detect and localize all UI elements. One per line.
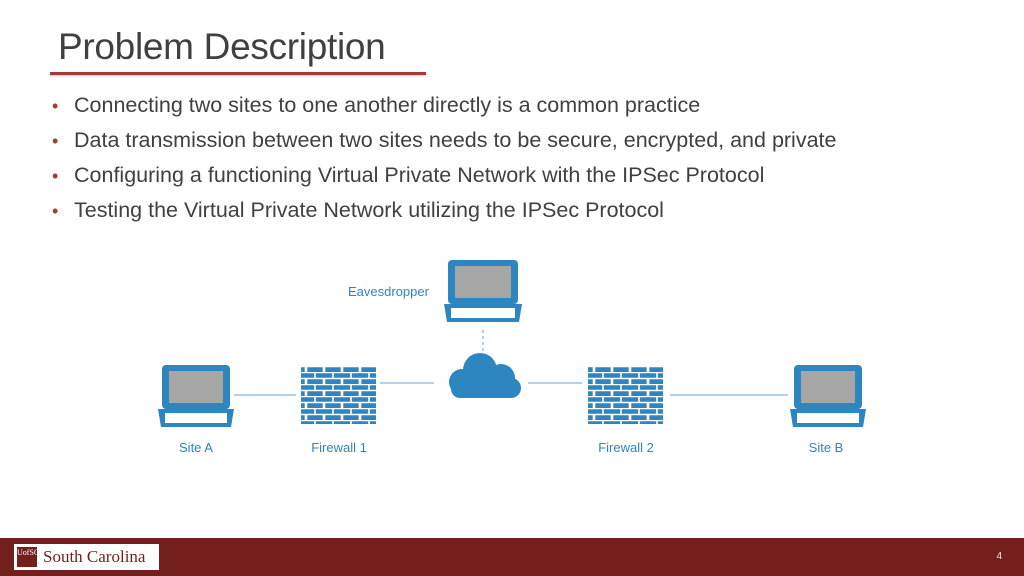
title-underline — [50, 72, 426, 75]
bullet-icon: • — [52, 131, 59, 151]
firewall-1-icon — [301, 366, 376, 424]
bullet-text: Connecting two sites to one another dire… — [74, 93, 701, 117]
bullet-list: • Connecting two sites to one another dir… — [52, 92, 836, 232]
logo-text: South Carolina — [43, 547, 146, 566]
slide-title: Problem Description — [58, 26, 386, 67]
eavesdropper-laptop-icon — [444, 260, 522, 322]
bullet-item: • Data transmission between two sites nee… — [52, 127, 836, 162]
bullet-text: Configuring a functioning Virtual Privat… — [74, 163, 765, 187]
bullet-item: • Configuring a functioning Virtual Priva… — [52, 162, 836, 197]
university-logo: UofSC South Carolina — [14, 544, 159, 570]
bullet-icon: • — [52, 166, 59, 186]
firewall-1-label: Firewall 1 — [311, 440, 367, 455]
cloud-icon — [449, 353, 521, 398]
connection-lines — [234, 330, 788, 396]
logo-mark: UofSC — [17, 547, 39, 567]
firewall-2-label: Firewall 2 — [598, 440, 654, 455]
site-a-laptop-icon — [158, 365, 234, 427]
bullet-icon: • — [52, 96, 59, 116]
bullet-item: • Connecting two sites to one another dir… — [52, 92, 836, 127]
site-b-label: Site B — [809, 440, 844, 455]
bullet-item: • Testing the Virtual Private Network uti… — [52, 197, 836, 232]
bullet-icon: • — [52, 201, 59, 221]
bullet-text: Testing the Virtual Private Network util… — [74, 198, 664, 222]
eavesdropper-label: Eavesdropper — [348, 284, 430, 299]
page-number: 4 — [996, 551, 1002, 562]
firewall-2-icon — [588, 366, 663, 424]
bullet-text: Data transmission between two sites need… — [74, 128, 837, 152]
site-a-label: Site A — [179, 440, 213, 455]
footer-bar: UofSC South Carolina 4 — [0, 538, 1024, 576]
site-b-laptop-icon — [790, 365, 866, 427]
